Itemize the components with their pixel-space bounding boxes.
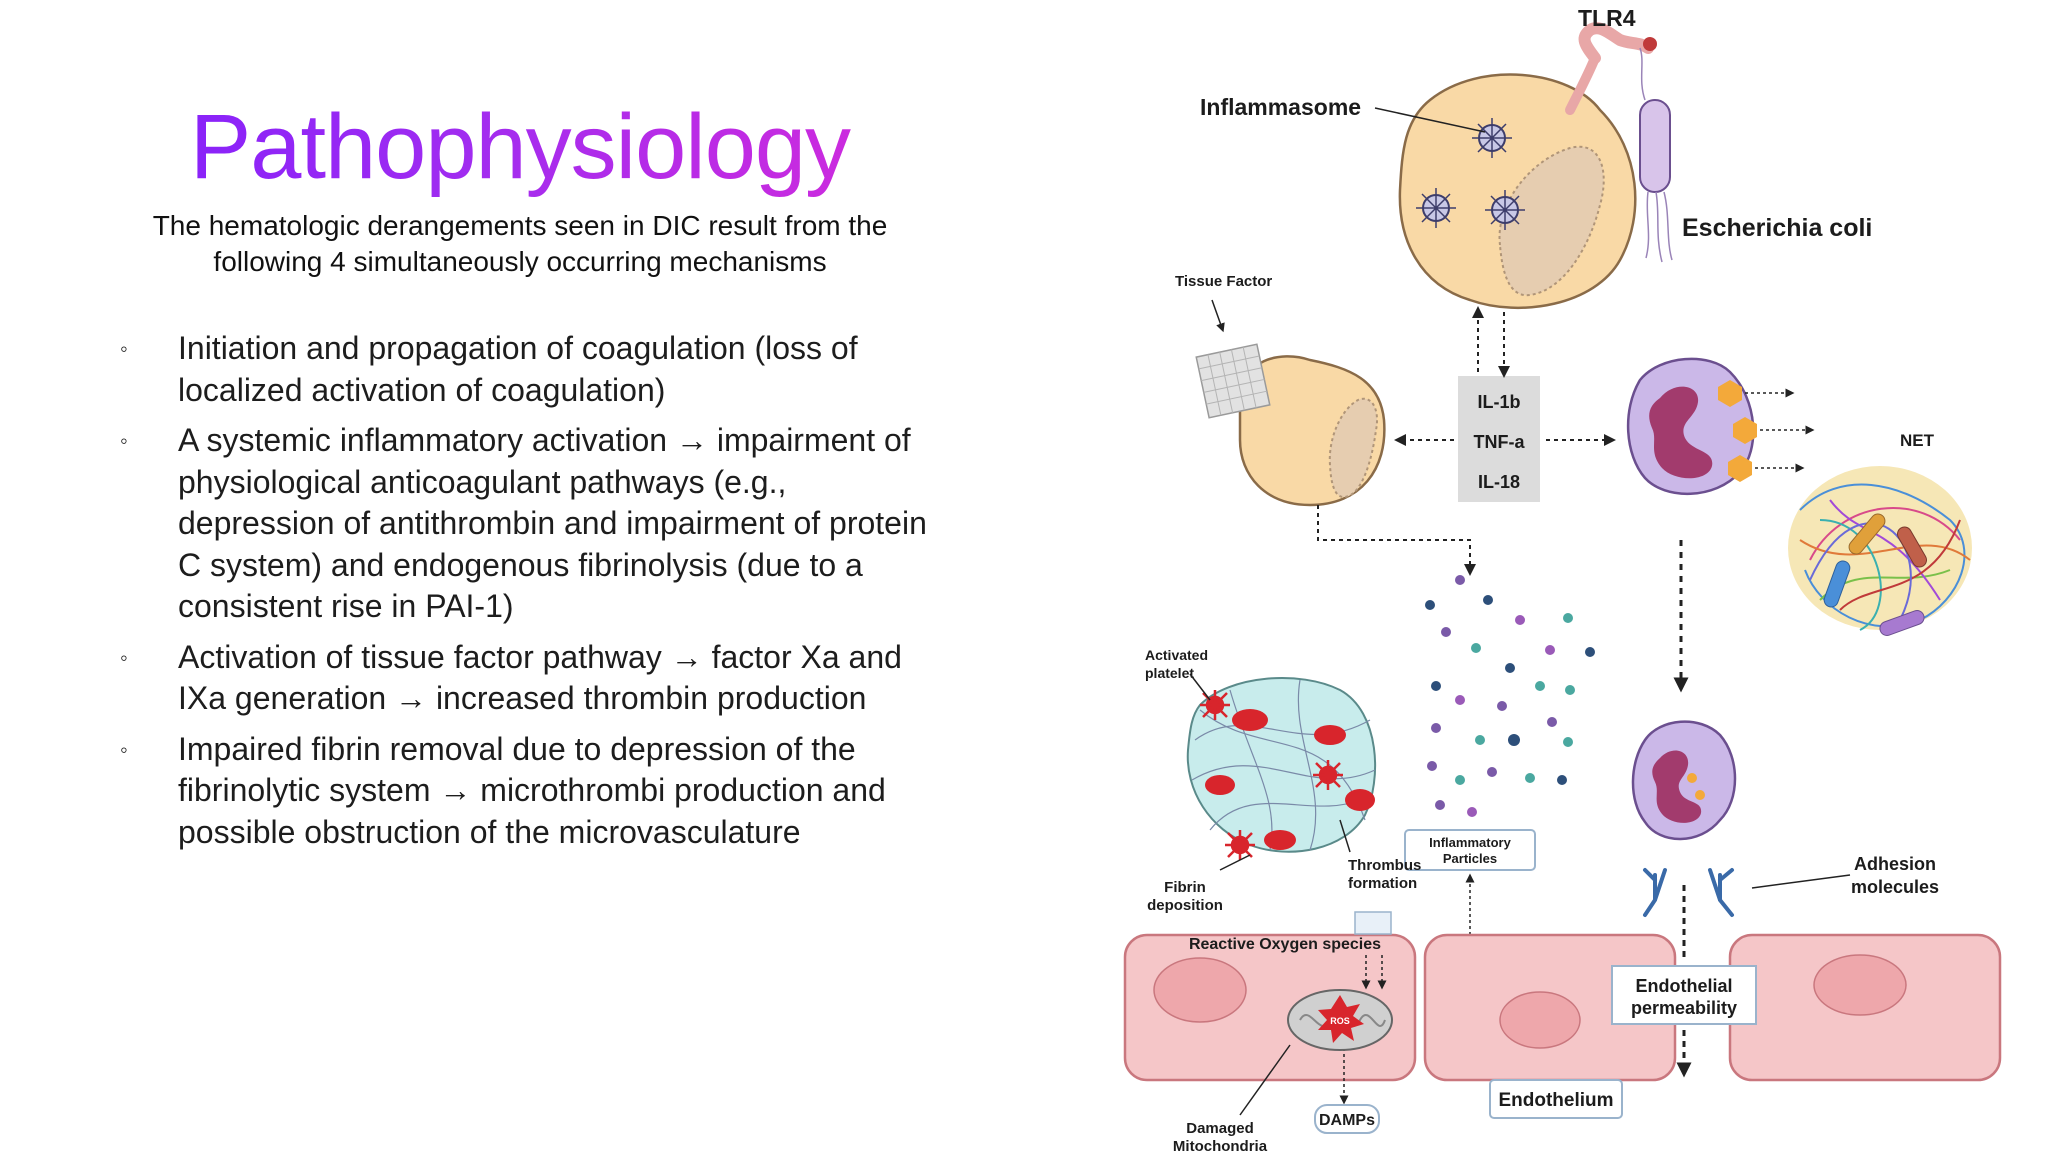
bullet-item: ◦ A systemic inflammatory activation → im… — [120, 420, 940, 628]
macrophage-cell — [1398, 73, 1637, 310]
tnfa-label: TNF-a — [1474, 432, 1526, 452]
inflammasome-pointer — [1374, 107, 1486, 133]
ros-species-label: Reactive Oxygen species — [1189, 936, 1381, 953]
tissue-factor-cell — [1195, 343, 1386, 507]
neutrophil-cell — [1626, 357, 1757, 496]
granule-release-arrows — [1745, 388, 1815, 473]
net-label: NET — [1900, 431, 1935, 450]
ros-label: ROS — [1330, 1016, 1350, 1026]
bullet-marker: ◦ — [120, 428, 128, 453]
inflam-particles-label-1: Inflammatory — [1429, 835, 1511, 850]
adhesion-molecules — [1643, 868, 1734, 917]
bullet-marker: ◦ — [120, 736, 128, 762]
adhesion-label-2: molecules — [1851, 877, 1939, 897]
damaged-mito-label-1: Damaged — [1186, 1120, 1254, 1137]
inflammatory-particles — [1425, 575, 1595, 817]
bullet-marker: ◦ — [120, 336, 128, 361]
bullet-text: Initiation and propagation of coagulatio… — [178, 330, 858, 408]
endothelial-cells — [1123, 933, 2002, 1082]
endothelium-box — [1489, 1079, 1623, 1119]
tissue-factor-pointer — [1211, 299, 1225, 333]
il1b-label: IL-1b — [1478, 392, 1521, 412]
fibrin-label-2: deposition — [1147, 897, 1223, 914]
diagram-canvas: Inflammasome TLR4 Escherichia coli Tissu… — [1123, 5, 2002, 1152]
bullet-item: ◦ Impaired fibrin removal due to depressi… — [120, 729, 940, 854]
bullet-text: A systemic inflammatory activation → imp… — [178, 422, 927, 624]
inflammasome-label: Inflammasome — [1200, 94, 1361, 120]
bullet-item: ◦ Initiation and propagation of coagulati… — [120, 328, 940, 411]
thrombus-label-1: Thrombus — [1348, 857, 1421, 874]
damps-box — [1314, 1104, 1380, 1134]
net-web — [1788, 466, 1972, 636]
bullet-marker: ◦ — [120, 644, 128, 670]
activated-platelet-label-2: platelet — [1145, 665, 1194, 681]
ecoli-label: Escherichia coli — [1682, 214, 1872, 242]
bullet-list: ◦ Initiation and propagation of coagulati… — [120, 328, 940, 862]
thrombus — [1186, 677, 1377, 860]
endo-perm-label-1: Endothelial — [1635, 976, 1732, 996]
ecoli-bacterium — [1639, 47, 1673, 263]
il18-label: IL-18 — [1478, 472, 1520, 492]
inflam-particles-label-2: Particles — [1443, 851, 1497, 866]
endothelium-label: Endothelium — [1498, 1090, 1613, 1111]
endothelial-permeability-box — [1611, 965, 1757, 1025]
inflammasome-complex — [1416, 118, 1525, 230]
damaged-mitochondria — [1287, 989, 1393, 1051]
cytokine-arrows — [1317, 306, 1616, 576]
migrating-neutrophil — [1631, 720, 1737, 841]
mitochondria-pointer — [1239, 1044, 1291, 1116]
fibrin-pointer — [1219, 854, 1251, 871]
endo-perm-label-2: permeability — [1631, 998, 1737, 1018]
thrombus-pointer — [1339, 819, 1351, 853]
activated-platelet-label-1: Activated — [1145, 647, 1208, 663]
page-title: Pathophysiology — [0, 92, 1040, 202]
inflammatory-particles-box — [1404, 829, 1536, 871]
adhesion-label-1: Adhesion — [1854, 854, 1936, 874]
fibrin-label-1: Fibrin — [1164, 879, 1206, 896]
tlr4-receptor — [1565, 22, 1657, 115]
adhesion-pointer — [1751, 874, 1851, 889]
damps-label: DAMPs — [1319, 1112, 1375, 1129]
bullet-text: Activation of tissue factor pathway → fa… — [178, 638, 902, 717]
ros-arrows — [1339, 955, 1387, 1105]
ros-source-box — [1354, 911, 1392, 935]
dic-mechanism-diagram: Inflammasome TLR4 Escherichia coli Tissu… — [1100, 0, 2048, 1152]
thrombus-label-2: formation — [1348, 875, 1417, 892]
bullet-item: ◦ Activation of tissue factor pathway → f… — [120, 637, 940, 720]
tissue-factor-label: Tissue Factor — [1175, 273, 1272, 290]
bullet-text: Impaired fibrin removal due to depressio… — [178, 730, 886, 850]
platelet-pointer — [1189, 673, 1211, 701]
tlr4-label: TLR4 — [1578, 5, 1636, 31]
damaged-mito-label-2: Mitochondria — [1173, 1138, 1268, 1152]
cytokine-box — [1458, 376, 1540, 502]
page-subtitle: The hematologic derangements seen in DIC… — [152, 210, 888, 277]
